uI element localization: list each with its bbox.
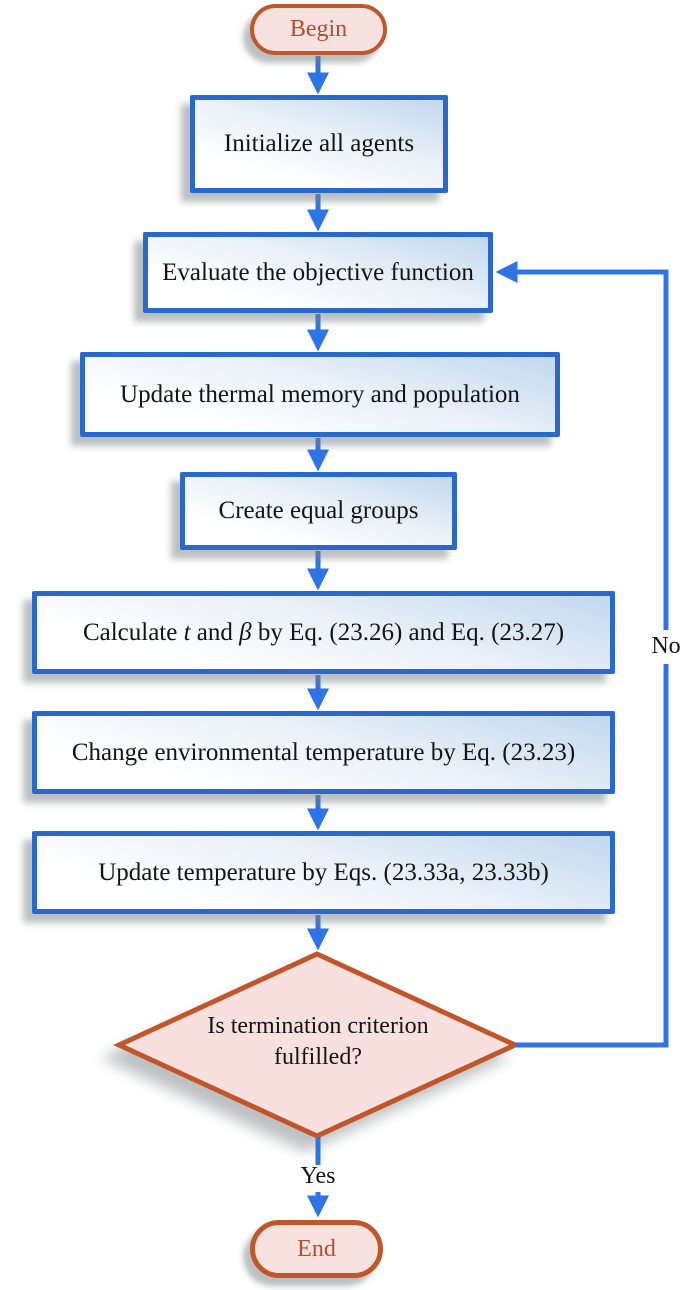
calc-label-var-beta: β [239, 618, 252, 646]
process-change-environmental-temp: Change environmental temperature by Eq. … [32, 711, 615, 794]
process-change-environmental-temp-label: Change environmental temperature by Eq. … [71, 738, 576, 766]
process-calculate-t-beta: Calculate t and β by Eq. (23.26) and Eq.… [32, 591, 615, 674]
terminator-begin: Begin [250, 4, 387, 55]
edge-label-yes: Yes [300, 1163, 336, 1189]
process-update-thermal-memory-label: Update thermal memory and population [120, 380, 520, 408]
terminator-begin-label: Begin [289, 16, 348, 42]
edge-label-no: No [651, 633, 681, 659]
process-initialize-agents-label: Initialize all agents [223, 130, 415, 157]
calc-label-var-t: t [183, 618, 191, 646]
calc-label-mid: and [190, 618, 240, 646]
process-evaluate-objective-label: Evaluate the objective function [162, 258, 474, 286]
calc-label-prefix: Calculate [82, 618, 184, 646]
process-update-temperature-label: Update temperature by Eqs. (23.33a, 23.3… [98, 858, 549, 886]
terminator-end-label: End [297, 1235, 336, 1262]
process-initialize-agents: Initialize all agents [190, 95, 448, 193]
decision-termination-label: Is termination criterion fulfilled? [207, 1013, 429, 1071]
process-update-temperature: Update temperature by Eqs. (23.33a, 23.3… [32, 831, 615, 914]
process-evaluate-objective: Evaluate the objective function [143, 232, 493, 313]
calc-label-suffix: by Eq. (23.26) and Eq. (23.27) [251, 618, 565, 646]
arrow-no-to-evaluate [495, 260, 669, 630]
edge-no-lower-segment [516, 664, 669, 1048]
decision-diamond [113, 951, 521, 1139]
process-create-equal-groups: Create equal groups [180, 472, 457, 550]
terminator-end: End [250, 1220, 383, 1278]
process-update-thermal-memory: Update thermal memory and population [80, 352, 560, 437]
process-calculate-t-beta-label: Calculate t and β by Eq. (23.26) and Eq.… [83, 619, 564, 647]
process-create-equal-groups-label: Create equal groups [218, 497, 419, 524]
